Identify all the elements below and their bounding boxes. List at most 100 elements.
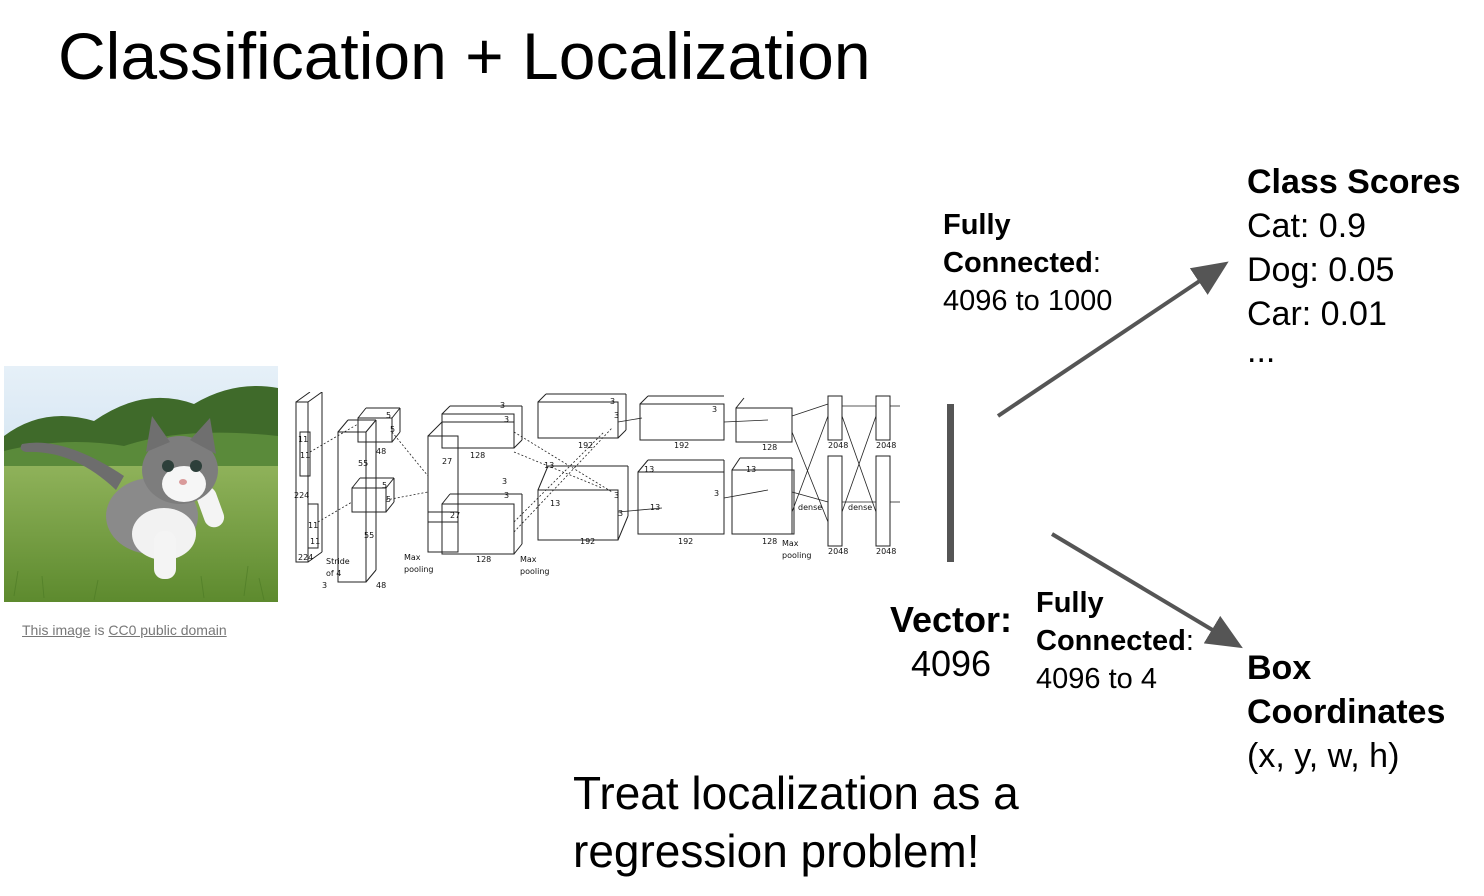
net-label: 3 (618, 509, 623, 518)
net-label: Stride (326, 557, 350, 566)
conv5-bottom-block (731, 469, 795, 535)
net-label: 128 (762, 537, 777, 546)
net-label: 55 (364, 531, 374, 540)
cnn-architecture-diagram: 11 11 224 11 11 224 Stride of 4 3 48 48 … (294, 392, 900, 590)
net-label: 128 (762, 443, 777, 452)
regression-note-line1: Treat localization as a (573, 767, 1019, 819)
net-label: 11 (308, 521, 318, 530)
net-label: 2048 (828, 441, 848, 450)
net-label: 2048 (828, 547, 848, 556)
net-label: pooling (520, 567, 549, 576)
net-label: 5 (382, 481, 387, 490)
net-label: 128 (470, 451, 485, 460)
net-label: 11 (300, 451, 310, 460)
net-label: 11 (298, 435, 308, 444)
class-scores: Class Scores Cat: 0.9 Dog: 0.05 Car: 0.0… (1247, 160, 1461, 368)
conv2-top-cube (441, 413, 515, 449)
net-label: 27 (442, 457, 452, 466)
fc-bottom-detail: 4096 to 4 (1036, 663, 1157, 695)
license-link[interactable]: CC0 public domain (108, 622, 227, 638)
net-label: 13 (650, 503, 660, 512)
fc-bottom-title-rest: Connected (1036, 625, 1186, 657)
net-label: 13 (644, 465, 654, 474)
net-label: of 4 (326, 569, 341, 578)
net-label: 128 (476, 555, 491, 564)
net-label: 3 (714, 489, 719, 498)
vector-value: 4096 (910, 643, 992, 684)
net-label: pooling (404, 565, 433, 574)
conv2-bottom-cube (441, 503, 515, 555)
net-label: 13 (544, 461, 554, 470)
dense-layer-2-top (875, 395, 891, 441)
fc-bottom-colon: : (1185, 625, 1194, 657)
net-label: 192 (678, 537, 693, 546)
fc-top-label: Fully Connected: 4096 to 1000 (943, 206, 1112, 320)
net-label: pooling (782, 551, 811, 560)
input-block (295, 401, 309, 563)
conv1-top-cube (357, 417, 393, 443)
kernel-box (299, 431, 311, 477)
conv5-top-block (735, 407, 793, 443)
net-label: 5 (390, 425, 395, 434)
net-label: 2048 (876, 441, 896, 450)
net-label: 3 (322, 581, 327, 590)
dense-layer-1-bottom (827, 455, 843, 547)
kitten-photo (4, 366, 278, 602)
net-label: 224 (298, 553, 313, 562)
image-credit-link[interactable]: This image (22, 622, 91, 638)
net-label: 27 (450, 511, 460, 520)
fc-top-colon: : (1092, 247, 1101, 279)
net-label: 13 (550, 499, 560, 508)
net-label: 224 (294, 491, 309, 500)
conv2-bottom-block (427, 511, 459, 553)
net-label: 2048 (876, 547, 896, 556)
class-scores-title: Class Scores (1247, 163, 1461, 201)
regression-note-line2: regression problem! (573, 825, 980, 877)
net-label: 3 (504, 491, 509, 500)
class-score-item: Dog: 0.05 (1247, 251, 1395, 289)
conv2-top-block (427, 435, 459, 523)
vector-label: Vector: 4096 (886, 598, 1016, 686)
fc-top-detail: 4096 to 1000 (943, 285, 1113, 317)
dense-layer-2-bottom (875, 455, 891, 547)
net-label: 192 (578, 441, 593, 450)
box-coordinates: Box Coordinates (x, y, w, h) (1247, 646, 1445, 778)
box-detail: (x, y, w, h) (1247, 737, 1400, 775)
net-label: 3 (712, 405, 717, 414)
box-title-line2: Coordinates (1247, 693, 1446, 731)
dense-layer-1-top (827, 395, 843, 441)
fc-bottom-title: Fully (1036, 587, 1104, 619)
regression-note: Treat localization as a regression probl… (573, 764, 1019, 880)
net-label: 3 (500, 401, 505, 410)
net-label: dense (848, 503, 872, 512)
net-label: 3 (614, 411, 619, 420)
net-label: 3 (610, 397, 615, 406)
feature-vector-bar (947, 404, 954, 562)
net-label: 55 (358, 459, 368, 468)
image-credit-middle: is (90, 622, 109, 638)
net-label: Max (520, 555, 537, 564)
net-label: 3 (502, 477, 507, 486)
conv3-top-block (537, 401, 619, 439)
conv1-bottom-cube (351, 487, 387, 513)
class-score-item: Cat: 0.9 (1247, 207, 1367, 245)
fc-top-title: Fully (943, 209, 1011, 241)
box-title-line1: Box (1247, 649, 1312, 687)
image-credit: This image is CC0 public domain (22, 622, 227, 638)
class-score-item: Car: 0.01 (1247, 295, 1387, 333)
net-label: 5 (386, 411, 391, 420)
net-label: 48 (376, 447, 386, 456)
net-label: 3 (614, 491, 619, 500)
net-label: 192 (580, 537, 595, 546)
vector-title: Vector: (889, 599, 1013, 640)
net-label: 48 (376, 581, 386, 590)
fc-bottom-label: Fully Connected: 4096 to 4 (1036, 584, 1194, 698)
net-label: Max (782, 539, 799, 548)
conv1-block (337, 431, 367, 583)
net-label: 5 (386, 495, 391, 504)
conv3-bottom-block (537, 489, 619, 541)
net-label: 11 (310, 537, 320, 546)
net-label: 13 (746, 465, 756, 474)
net-label: Max (404, 553, 421, 562)
net-label: 192 (674, 441, 689, 450)
